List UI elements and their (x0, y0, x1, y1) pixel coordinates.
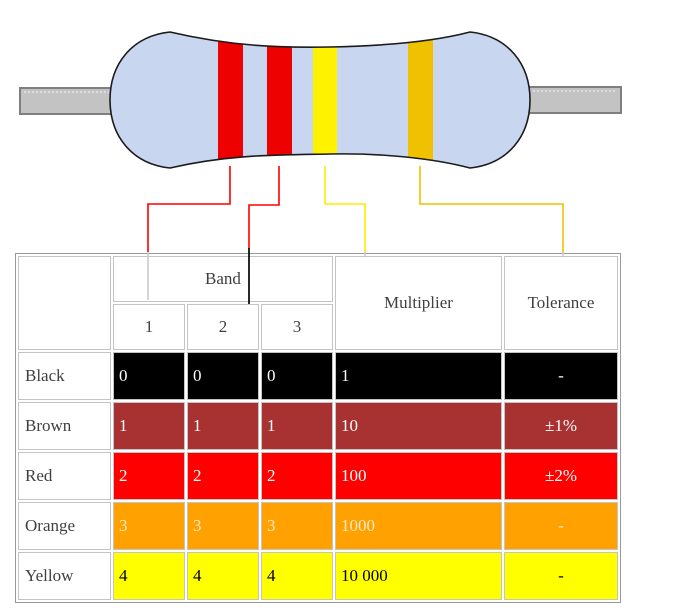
table-row-brown: Brown 1 1 1 10 ±1% (18, 402, 618, 450)
corner-cell (18, 256, 111, 350)
cell-band1: 2 (113, 452, 185, 500)
band-2-header-highlighted: 2 (187, 304, 259, 350)
resistor-band-4 (408, 32, 433, 168)
cell-band2: 1 (187, 402, 259, 450)
color-code-table: Band Multiplier Tolerance 1 2 3 Black 0 … (15, 253, 621, 603)
cell-band1: 3 (113, 502, 185, 550)
cell-tolerance: - (504, 552, 618, 600)
tolerance-header: Tolerance (504, 256, 618, 350)
cell-multiplier: 10 000 (335, 552, 502, 600)
resistor-band-2 (267, 32, 292, 168)
row-label: Orange (18, 502, 111, 550)
lead-right (528, 86, 622, 114)
header-row-band-numbers: 1 2 3 (18, 304, 618, 350)
row-label: Black (18, 352, 111, 400)
cell-multiplier: 1 (335, 352, 502, 400)
cell-multiplier: 100 (335, 452, 502, 500)
row-label: Yellow (18, 552, 111, 600)
cell-band2: 4 (187, 552, 259, 600)
cell-band2: 2 (187, 452, 259, 500)
cell-tolerance: ±1% (504, 402, 618, 450)
connector-band4-line (419, 166, 564, 252)
cell-band1: 0 (113, 352, 185, 400)
cell-band3: 2 (261, 452, 333, 500)
band-group-header: Band (113, 256, 333, 302)
cell-band2: 3 (187, 502, 259, 550)
row-label: Brown (18, 402, 111, 450)
cell-tolerance: - (504, 502, 618, 550)
cell-band1: 4 (113, 552, 185, 600)
header-row-band-group: Band Multiplier Tolerance (18, 256, 618, 350)
resistor-band-3 (313, 32, 337, 168)
multiplier-header: Multiplier (335, 256, 502, 350)
lead-left (19, 87, 114, 115)
cell-band3: 4 (261, 552, 333, 600)
band-1-header: 1 (113, 304, 185, 350)
resistor-band-1 (218, 32, 243, 168)
cell-band3: 0 (261, 352, 333, 400)
cell-band3: 1 (261, 402, 333, 450)
cell-band1: 1 (113, 402, 185, 450)
connector-band3-line (324, 166, 366, 252)
connector-band1-line (147, 166, 231, 252)
resistor-body (110, 32, 530, 168)
cell-tolerance: - (504, 352, 618, 400)
cell-band2: 0 (187, 352, 259, 400)
table-row-orange: Orange 3 3 3 1000 - (18, 502, 618, 550)
table-row-black: Black 0 0 0 1 - (18, 352, 618, 400)
cell-multiplier: 1000 (335, 502, 502, 550)
resistor-body-outline (109, 31, 531, 169)
cell-multiplier: 10 (335, 402, 502, 450)
table-row-yellow: Yellow 4 4 4 10 000 - (18, 552, 618, 600)
row-label: Red (18, 452, 111, 500)
table-row-red: Red 2 2 2 100 ±2% (18, 452, 618, 500)
cell-band3: 3 (261, 502, 333, 550)
connector-band2-line (248, 166, 280, 249)
cell-tolerance: ±2% (504, 452, 618, 500)
band-3-header: 3 (261, 304, 333, 350)
